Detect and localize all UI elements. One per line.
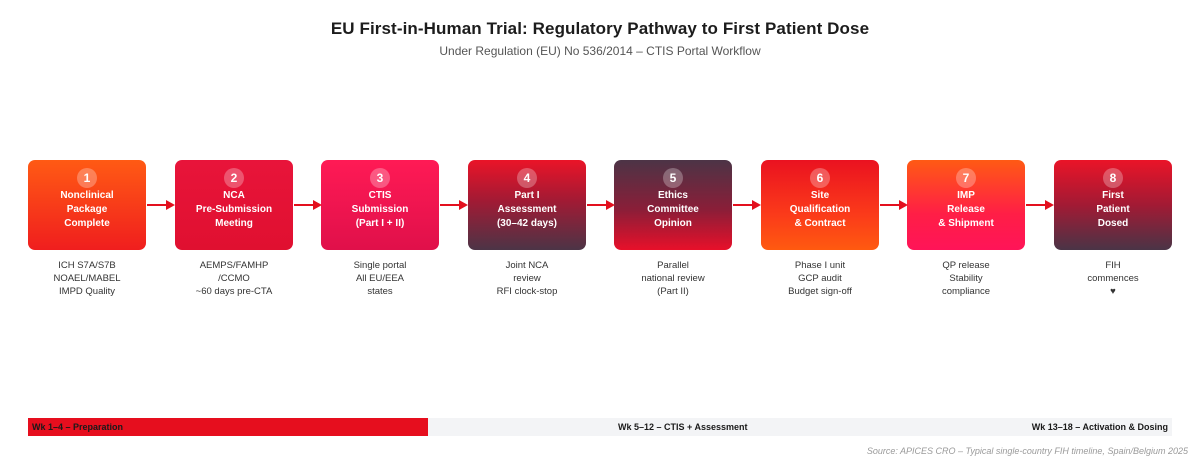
step-5-label: Ethics Committee Opinion [647,190,699,229]
arrow-icon [880,200,908,210]
step-1-label: Nonclinical Package Complete [60,190,114,229]
step-4-number: 4 [517,168,537,188]
step-7-details: QP release Stability compliance [941,260,991,297]
arrow-icon [733,200,761,210]
source-note: Source: APICES CRO – Typical single-coun… [866,446,1188,456]
step-3-details: Single portal All EU/EEA states [353,260,407,297]
step-6-number: 6 [810,168,830,188]
arrow-icon [1026,200,1054,210]
step-7-box: 7 IMP Release & Shipment [907,160,1025,250]
step-2-label: NCA Pre-Submission Meeting [195,190,273,229]
diagram-subtitle: Under Regulation (EU) No 536/2014 – CTIS… [439,44,761,58]
step-3-number: 3 [370,168,390,188]
step-8-label: First Patient Dosed [1096,190,1130,229]
step-8-box: 8 First Patient Dosed [1054,160,1172,250]
diagram-title: EU First-in-Human Trial: Regulatory Path… [330,19,870,38]
step-5-details: Parallel national review (Part II) [641,260,705,297]
timeline-phase-3-label: Wk 13–18 – Activation & Dosing [1031,422,1168,432]
step-5-number: 5 [663,168,683,188]
step-7-number: 7 [956,168,976,188]
step-6-box: 6 Site Qualification & Contract [761,160,879,250]
arrow-icon [147,200,175,210]
step-2-box: 2 NCA Pre-Submission Meeting [175,160,293,250]
step-6-label: Site Qualification & Contract [789,190,851,229]
arrow-icon [587,200,615,210]
timeline-phase-1-label: Wk 1–4 – Preparation [32,422,124,432]
timeline-phase-2-label: Wk 5–12 – CTIS + Assessment [618,422,748,432]
timeline-phase-1-fill [28,418,428,436]
step-7-label: IMP Release & Shipment [938,190,994,229]
step-6-details: Phase I unit GCP audit Budget sign-off [788,260,852,297]
step-2-details: AEMPS/FAMHP /CCMO ~60 days pre-CTA [195,260,273,297]
step-1-box: 1 Nonclinical Package Complete [28,160,146,250]
arrow-icon [440,200,468,210]
step-8-number: 8 [1103,168,1123,188]
step-2-number: 2 [224,168,244,188]
timeline-bar: Wk 1–4 – Preparation Wk 5–12 – CTIS + As… [28,418,1172,436]
step-4-box: 4 Part I Assessment (30–42 days) [468,160,586,250]
step-3-box: 3 CTIS Submission (Part I + II) [321,160,439,250]
step-1-number: 1 [77,168,97,188]
step-3-label: CTIS Submission (Part I + II) [351,190,409,229]
step-5-box: 5 Ethics Committee Opinion [614,160,732,250]
step-8-details: FIH commences ♥ [1087,260,1139,297]
arrow-icon [294,200,322,210]
step-4-details: Joint NCA review RFI clock-stop [496,260,558,297]
step-1-details: ICH S7A/S7B NOAEL/MABEL IMPD Quality [53,260,121,297]
step-4-label: Part I Assessment (30–42 days) [496,190,558,229]
